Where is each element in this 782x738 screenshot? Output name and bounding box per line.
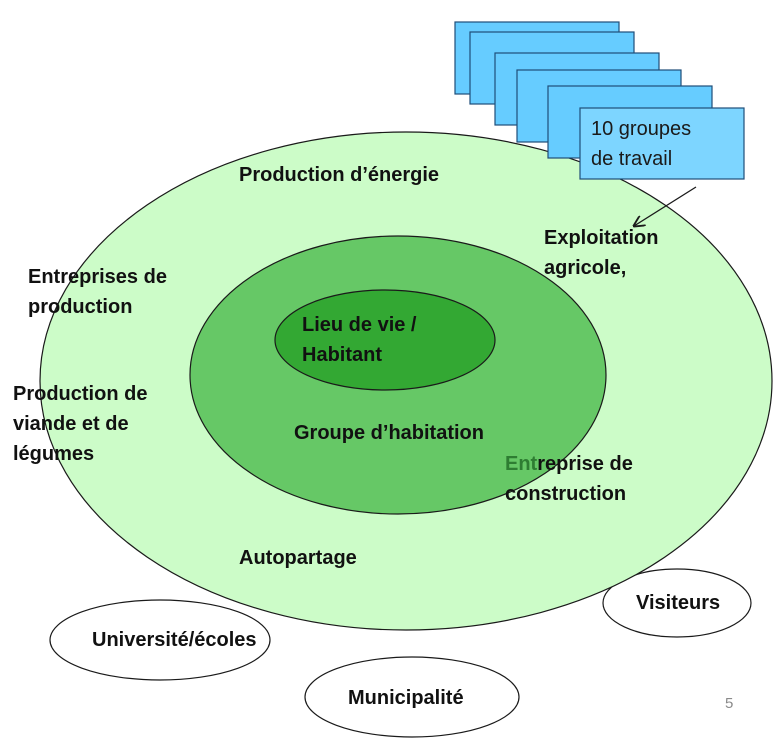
visitors-ellipse	[602, 568, 752, 638]
municipality-label: Municipalité	[348, 687, 464, 709]
work-group-card-front	[579, 107, 745, 180]
food-production-label: Production de viande et de légumes	[13, 383, 148, 465]
construction-label-lead: Ent	[505, 453, 538, 475]
visitors-label: Visiteurs	[636, 592, 721, 614]
construction-label-rest: reprise de construction	[505, 453, 633, 505]
carsharing-label: Autopartage	[239, 547, 357, 569]
municipality-ellipse	[304, 656, 520, 738]
university-label: Université/écoles	[92, 629, 257, 651]
work-groups-label: 10 groupes de travail	[591, 118, 692, 170]
university-ellipse	[49, 599, 271, 681]
inner-ring	[274, 289, 496, 391]
work-group-arrow	[634, 186, 697, 226]
construction-label: Entreprise de construction	[505, 449, 633, 509]
housing-group-label: Groupe d’habitation	[294, 422, 484, 444]
companies-label: Entreprises de production	[28, 266, 167, 318]
habitant-label: Lieu de vie / Habitant	[302, 314, 417, 366]
work-group-cards	[454, 21, 745, 180]
page-number: 5	[725, 695, 734, 712]
energy-label: Production d’énergie	[239, 164, 440, 186]
farming-label: Exploitation agricole,	[544, 227, 659, 279]
